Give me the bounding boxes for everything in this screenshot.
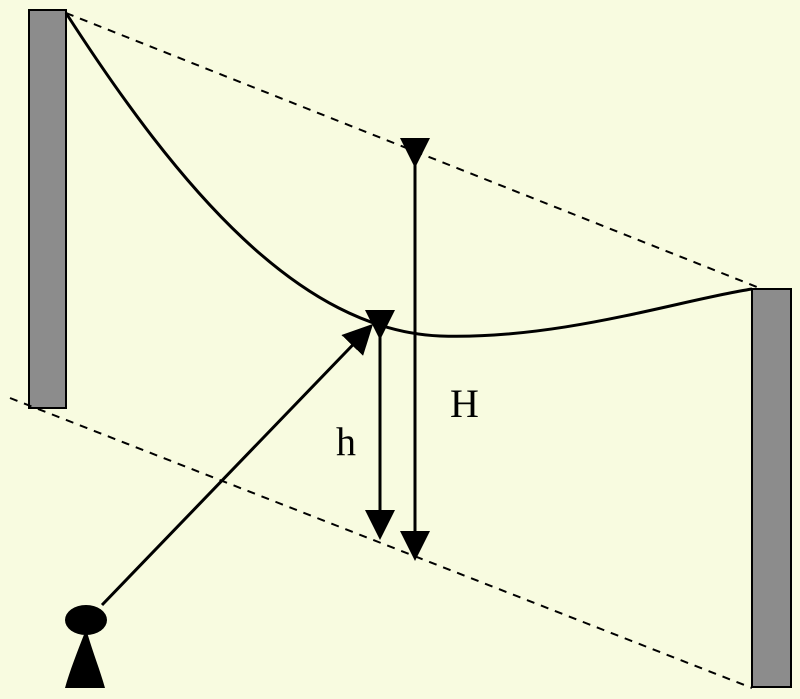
left-pole <box>28 9 67 409</box>
observer-icon <box>65 605 107 688</box>
small-height-label: h <box>336 419 356 464</box>
line-of-sight-arrow <box>100 323 374 607</box>
top-dashed-line <box>65 12 763 290</box>
large-height-label: H <box>450 381 479 426</box>
sagging-cable <box>64 12 753 338</box>
bottom-dashed-line <box>9 397 753 689</box>
right-pole <box>751 288 792 688</box>
